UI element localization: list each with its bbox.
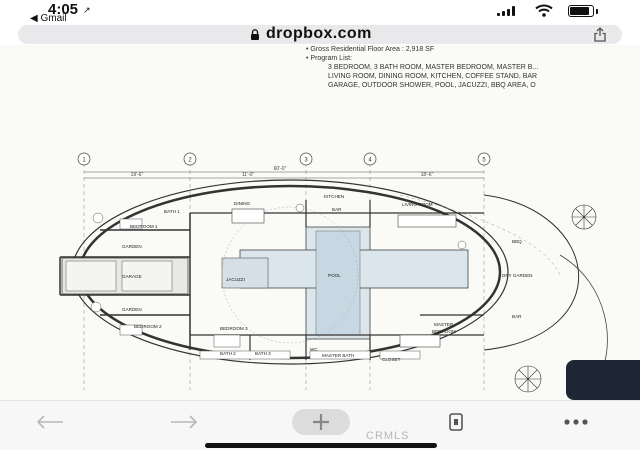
dining-table [231,208,265,224]
room-garage: GARAGE [122,274,142,279]
battery-cap [596,9,598,14]
room-dry-garden: DRY GARDEN [502,273,532,278]
grid-label-3: 3 [304,158,308,164]
ellipsis-icon [564,419,588,425]
grid-bubble [363,152,377,166]
room-bath3: BATH 3 [255,351,271,356]
note-line: GARAGE, OUTDOOR SHOWER, POOL, JACUZZI, B… [328,82,536,89]
room-bedroom1: BEDROOM 1 [130,224,158,229]
dim-3: 18'-6" [421,172,434,178]
grid-bubble [299,152,313,166]
browser-toolbar [0,400,640,450]
jacuzzi-area [221,257,269,289]
room-master-bath: MASTER BATH [322,353,354,358]
cellular-signal-icon [497,6,519,16]
room-bar-outdoor: BAR [512,314,522,319]
room-bar: BAR [332,207,342,212]
room-bath1: BATH 1 [164,209,180,214]
share-icon[interactable] [593,27,607,42]
room-bedroom2: BEDROOM 2 [134,324,162,329]
status-bar: 4:05 ↗ ◀ Gmail [0,0,640,24]
note-line: • Program List: [306,55,353,62]
program-notes: • Gross Residential Floor Area : 2,918 S… [306,45,640,90]
room-master-1: MASTER [434,322,454,327]
grid-bubble [477,152,491,166]
room-wc: WC [310,347,318,352]
grid-label-2: 2 [188,158,192,164]
watermark: CRMLS [366,430,410,442]
dropbox-side-panel-tab[interactable] [566,360,640,400]
plus-icon [313,414,329,430]
tabs-icon [449,413,463,431]
more-button[interactable] [556,409,596,435]
room-garden-bottom: GARDEN [122,307,142,312]
note-line: LIVING ROOM, DINING ROOM, KITCHEN, COFFE… [328,73,538,80]
dry-garden-wall [483,194,579,351]
room-bedroom3: BEDROOM 3 [220,326,248,331]
address-bar-row: dropbox.com [0,24,640,45]
dim-1: 19'-6" [131,172,144,178]
tabs-button[interactable] [436,409,476,435]
room-living: LIVING ROOM [402,202,433,207]
arrow-right-icon [171,415,198,429]
room-closet: CLOSET [382,357,401,362]
new-tab-button[interactable] [292,409,350,435]
status-time: 4:05 [48,1,79,18]
dim-2: 11'-0" [242,172,255,178]
room-garden-top: GARDEN [122,244,142,249]
wifi-icon [535,4,553,17]
room-jacuzzi: JACUZZI [226,277,245,282]
grid-bubble [77,152,91,166]
note-line: 3 BEDROOM, 3 BATH ROOM, MASTER BEDROOM, … [328,64,539,71]
home-indicator[interactable] [205,443,437,448]
note-line: • Gross Residential Floor Area : 2,918 S… [306,46,435,53]
dim-total: 60'-0" [274,166,287,172]
address-bar[interactable]: dropbox.com [18,25,622,44]
room-master-2: BEDROOM [432,329,456,334]
back-to-app-link[interactable]: ◀ Gmail [30,13,67,24]
grid-bubble [183,152,197,166]
room-bbq: BBQ [512,239,522,244]
arrow-left-icon [36,415,63,429]
grid-label-5: 5 [482,158,486,164]
url-text: dropbox.com [266,25,372,42]
location-arrow-icon: ↗ [83,5,91,15]
back-button[interactable] [28,409,72,435]
battery-icon [568,5,594,17]
room-dining: DINING [234,201,251,206]
room-bath2: BATH 2 [220,351,236,356]
room-kitchen: KITCHEN [324,194,344,199]
document-viewer[interactable]: 1 2 3 4 5 60'-0" 19'-6" 11'-0" 18'-6" [0,45,640,400]
room-pool: POOL [328,273,341,278]
lock-icon [251,29,259,40]
floor-plan: 1 2 3 4 5 60'-0" 19'-6" 11'-0" 18'-6" [59,152,608,393]
grid-label-4: 4 [368,158,372,164]
grid-label-1: 1 [82,158,86,164]
forward-button[interactable] [162,409,206,435]
